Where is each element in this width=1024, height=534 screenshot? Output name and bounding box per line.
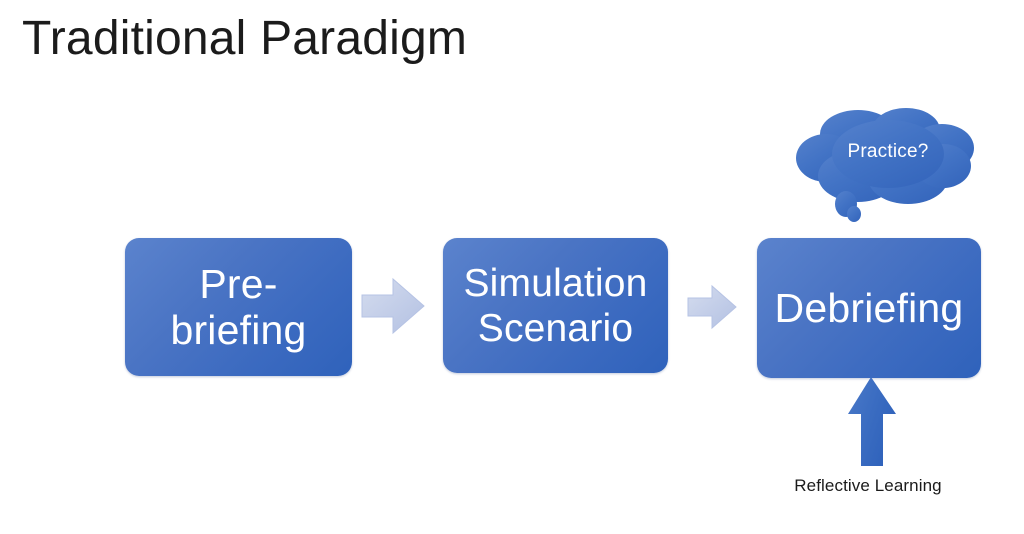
process-box-label: Pre- briefing: [170, 261, 307, 353]
process-box-label: Debriefing: [774, 285, 964, 331]
reflective-learning-label: Reflective Learning: [794, 476, 942, 495]
right-arrow-icon: [686, 283, 738, 331]
right-arrow-icon: [360, 275, 426, 337]
page-title: Traditional Paradigm: [22, 12, 468, 65]
process-box-debriefing[interactable]: Debriefing: [757, 238, 981, 378]
process-box-label: Simulation Scenario: [463, 261, 648, 350]
thought-cloud-shape[interactable]: [788, 104, 988, 229]
process-box-prebriefing[interactable]: Pre- briefing: [125, 238, 352, 376]
up-arrow-icon: [840, 374, 912, 470]
process-box-simulation-scenario[interactable]: Simulation Scenario: [443, 238, 668, 373]
